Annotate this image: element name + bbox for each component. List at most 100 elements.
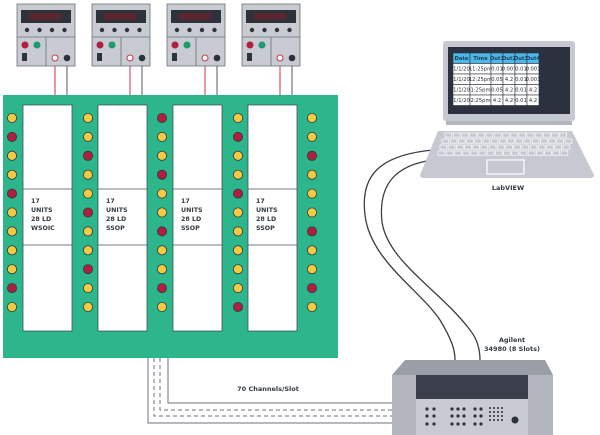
agilent-instrument: Agilent 34980 (8 Slots) xyxy=(392,336,553,435)
led-red xyxy=(306,150,317,161)
psu-knob-icon[interactable] xyxy=(262,27,267,33)
psu-knob-icon[interactable] xyxy=(249,27,255,33)
key xyxy=(531,138,540,144)
table-cell-text: 4.2 xyxy=(505,77,513,83)
psu-knob-icon[interactable] xyxy=(99,27,105,33)
psu-4 xyxy=(241,3,301,95)
power-button-green[interactable] xyxy=(108,41,116,49)
key xyxy=(449,138,458,144)
table-cell-text: 4.2 xyxy=(493,98,501,104)
table-cell-text: 1/1/20 xyxy=(453,67,470,73)
psu-knob-icon[interactable] xyxy=(137,27,142,33)
key xyxy=(458,138,466,144)
keypad-button[interactable] xyxy=(432,407,436,411)
psu-knob-icon[interactable] xyxy=(49,27,55,33)
table-cell-text: 4.2 xyxy=(529,98,537,104)
psu-knob-icon[interactable] xyxy=(62,27,67,33)
psu-knob-icon[interactable] xyxy=(37,27,42,33)
keypad-button[interactable] xyxy=(473,422,477,426)
keypad-button[interactable] xyxy=(500,410,504,414)
negative-terminal xyxy=(213,54,221,62)
led-yellow xyxy=(306,264,317,275)
key xyxy=(551,132,559,138)
keypad-button[interactable] xyxy=(496,410,500,414)
led-red xyxy=(7,188,17,199)
keypad-button[interactable] xyxy=(488,406,492,410)
key xyxy=(510,132,518,138)
keypad-button[interactable] xyxy=(462,407,466,411)
keypad-button[interactable] xyxy=(450,422,454,426)
keypad-button[interactable] xyxy=(425,407,429,411)
key xyxy=(515,138,523,144)
keypad-button[interactable] xyxy=(462,422,466,426)
keypad-button[interactable] xyxy=(488,418,492,422)
laptop-hinge xyxy=(446,121,572,125)
keypad-button[interactable] xyxy=(479,422,483,426)
keypad-button[interactable] xyxy=(479,414,483,418)
keypad-button[interactable] xyxy=(432,422,436,426)
led-red xyxy=(232,301,243,312)
power-button-green[interactable] xyxy=(258,41,266,49)
psu-knob-icon[interactable] xyxy=(124,27,130,33)
keypad-button[interactable] xyxy=(450,407,454,411)
key xyxy=(445,150,454,156)
keypad-button[interactable] xyxy=(432,414,436,418)
power-button-red[interactable] xyxy=(96,41,104,49)
positive-terminal xyxy=(276,54,284,62)
keypad-button[interactable] xyxy=(462,414,466,418)
instrument-top xyxy=(392,360,553,375)
keypad-button[interactable] xyxy=(450,414,454,418)
slot-label-line: UNITS xyxy=(106,207,128,214)
power-switch[interactable] xyxy=(97,53,102,61)
power-button-green[interactable] xyxy=(183,41,191,49)
key xyxy=(477,132,485,138)
instrument-side-left xyxy=(392,375,416,435)
power-button-red[interactable] xyxy=(246,41,254,49)
led-yellow xyxy=(7,169,17,180)
led-yellow xyxy=(7,226,17,237)
keypad-button[interactable] xyxy=(492,410,496,414)
psu-knob-icon[interactable] xyxy=(199,27,205,33)
led-yellow xyxy=(232,226,243,237)
power-button-green[interactable] xyxy=(33,41,41,49)
keypad-button[interactable] xyxy=(496,418,500,422)
keypad-button[interactable] xyxy=(425,422,429,426)
keypad-button[interactable] xyxy=(500,418,504,422)
keypad-button[interactable] xyxy=(500,406,504,410)
keypad-button[interactable] xyxy=(492,406,496,410)
psu-knob-icon[interactable] xyxy=(187,27,192,33)
keypad-button[interactable] xyxy=(496,414,500,418)
keypad-button[interactable] xyxy=(456,422,460,426)
led-yellow xyxy=(232,169,243,180)
keypad-button[interactable] xyxy=(473,407,477,411)
power-switch[interactable] xyxy=(247,53,252,61)
keypad-button[interactable] xyxy=(492,418,496,422)
psu-knob-icon[interactable] xyxy=(112,27,117,33)
power-switch[interactable] xyxy=(22,53,27,61)
psu-knob-icon[interactable] xyxy=(174,27,180,33)
psu-knob-icon[interactable] xyxy=(212,27,217,33)
key xyxy=(511,150,519,156)
keypad-button[interactable] xyxy=(500,414,504,418)
keypad-button[interactable] xyxy=(479,407,483,411)
led-yellow xyxy=(156,301,167,312)
psu-knob-icon[interactable] xyxy=(287,27,292,33)
keypad-button[interactable] xyxy=(456,407,460,411)
power-supplies xyxy=(16,3,301,95)
slot-label-line: 17 xyxy=(31,198,40,205)
power-button-red[interactable] xyxy=(171,41,179,49)
psu-knob-icon[interactable] xyxy=(24,27,30,33)
power-button-red[interactable] xyxy=(21,41,29,49)
keypad-button[interactable] xyxy=(488,414,492,418)
keypad-button[interactable] xyxy=(456,414,460,418)
keypad-button[interactable] xyxy=(492,414,496,418)
keypad-button[interactable] xyxy=(488,410,492,414)
keypad-button[interactable] xyxy=(425,414,429,418)
keypad-button[interactable] xyxy=(496,406,500,410)
keypad-button[interactable] xyxy=(473,414,477,418)
power-switch[interactable] xyxy=(172,53,177,61)
psu-knob-icon[interactable] xyxy=(274,27,280,33)
instrument-knob[interactable] xyxy=(511,416,519,424)
